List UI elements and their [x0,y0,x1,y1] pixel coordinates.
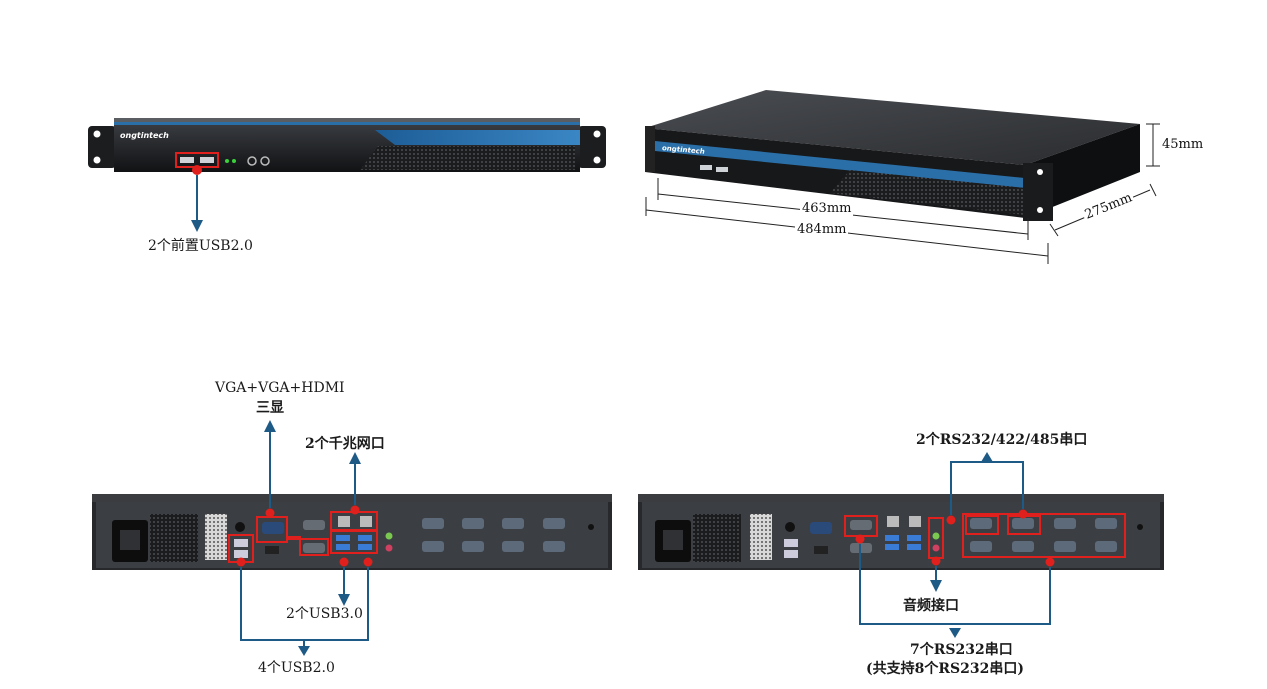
rear-view-right [638,452,1164,638]
lan-label: 2个千兆网口 [305,436,385,452]
rs-multi-label: 2个RS232/422/485串口 [916,432,1088,448]
dim-width-label: 463mm [800,201,854,216]
rs232-label-line2: (共支持8个RS232串口) [866,661,1024,677]
usb2-rear-label: 4个USB2.0 [258,660,335,676]
front-usb-label: 2个前置USB2.0 [148,238,253,254]
display-label-line2: 三显 [256,400,284,416]
rear-view-left [92,420,612,656]
brand-logo-front: ongtintech [120,131,169,140]
dim-width-ears-label: 484mm [795,222,849,237]
iso-view-chassis [645,90,1140,221]
rs232-label-line1: 7个RS232串口 [910,642,1013,658]
display-label-line1: VGA+VGA+HDMI [215,380,345,396]
front-view-chassis [88,118,606,232]
audio-label: 音频接口 [903,598,959,614]
dim-height-label: 45mm [1160,137,1206,152]
usb3-label: 2个USB3.0 [286,606,363,622]
